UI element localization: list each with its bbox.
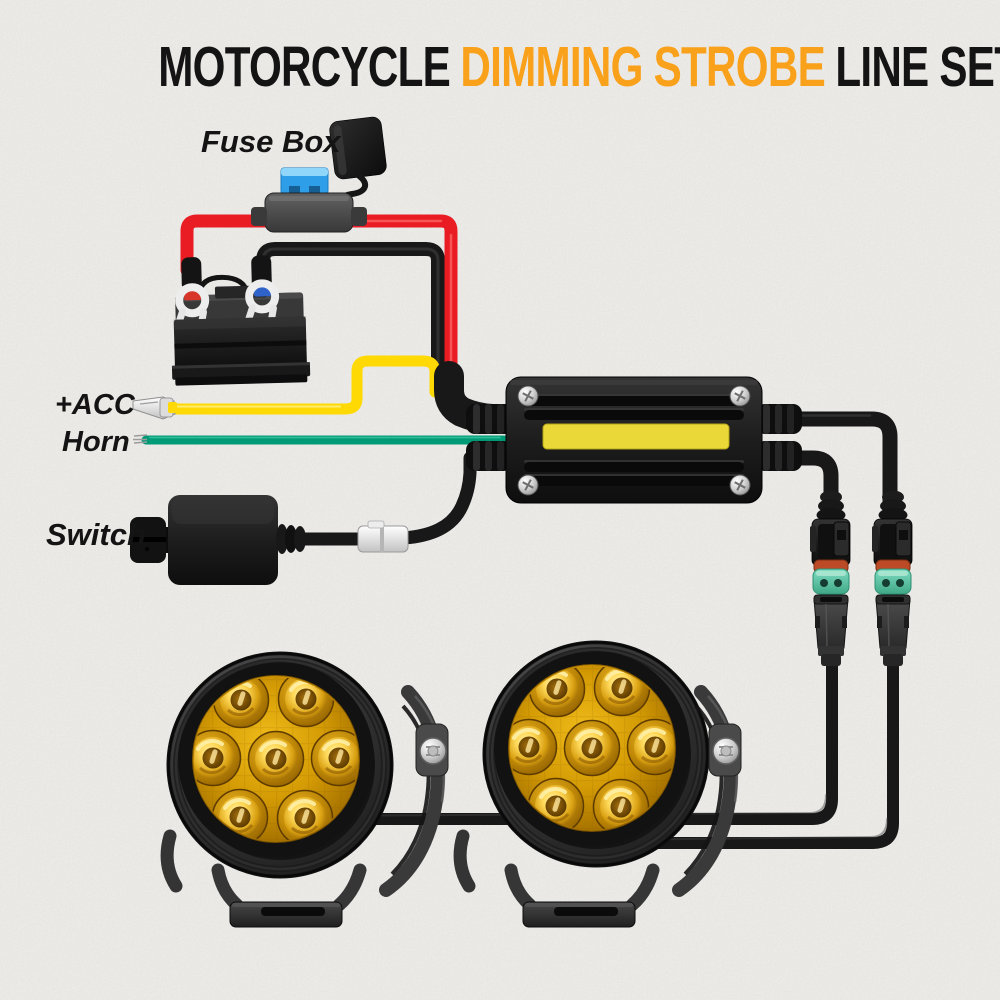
right-lamp-cable xyxy=(622,644,899,849)
screw-icon xyxy=(729,474,751,496)
fuse-holder xyxy=(251,192,367,233)
left-lamp-cable xyxy=(356,644,838,825)
positive-clamp xyxy=(175,283,210,318)
inline-connector xyxy=(357,520,409,553)
fuse-box-label: Fuse Box xyxy=(201,124,341,159)
battery xyxy=(171,255,311,386)
dt-connector-male-left xyxy=(813,594,849,667)
negative-clamp xyxy=(245,279,280,314)
switch-cable-2 xyxy=(397,451,477,545)
output-cable-left xyxy=(744,450,839,513)
switch-knob xyxy=(130,517,166,563)
switch xyxy=(130,495,409,585)
output-cable-right xyxy=(744,411,898,513)
title-part-2: LINE SET xyxy=(835,35,1000,99)
acc-yellow-wire xyxy=(162,355,441,415)
blade-fuse xyxy=(280,167,329,195)
acc-label: +ACC xyxy=(55,389,135,421)
dt-connector-male-right xyxy=(875,594,911,667)
acc-spade-terminal xyxy=(132,396,177,420)
fuse-box xyxy=(251,116,387,233)
module-gland xyxy=(466,404,512,434)
horn-wire-strands xyxy=(133,434,148,444)
screw-icon xyxy=(729,385,751,407)
screw-icon xyxy=(517,474,539,496)
screw-icon xyxy=(517,385,539,407)
fuse-cover-cap xyxy=(329,116,387,180)
module-gland xyxy=(466,441,512,471)
title-part-1: MOTORCYCLE xyxy=(158,35,451,99)
left-led-lamp xyxy=(168,653,392,877)
right-led-lamp xyxy=(484,642,708,866)
control-module xyxy=(466,376,802,504)
horn-label: Horn xyxy=(62,426,130,458)
module-label xyxy=(542,423,730,450)
switch-label: Switch xyxy=(46,517,146,552)
module-gland xyxy=(756,441,802,471)
module-ridges xyxy=(524,394,744,486)
battery-handle xyxy=(196,274,250,296)
module-gland xyxy=(756,404,802,434)
title-part-accent: DIMMING STROBE xyxy=(460,35,825,99)
red-power-wire-left xyxy=(180,214,275,277)
